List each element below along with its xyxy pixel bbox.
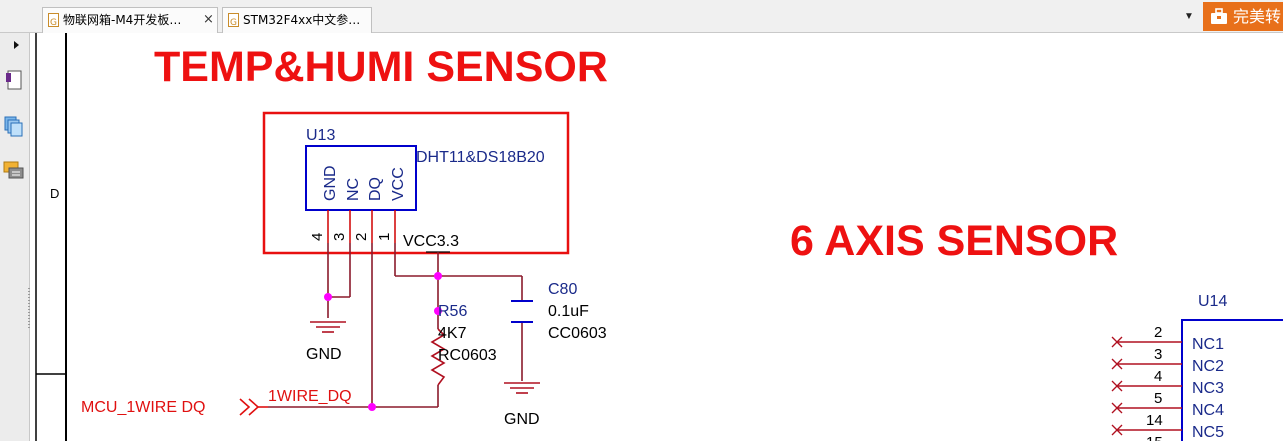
u13-body[interactable] xyxy=(305,145,417,211)
u13-pin-number: 4 xyxy=(309,233,326,241)
r56-value: 4K7 xyxy=(438,325,467,342)
u13-ref: U13 xyxy=(306,127,335,144)
resistor-r56[interactable] xyxy=(430,328,446,386)
u13-pin-name: DQ xyxy=(367,177,384,201)
u14-pin-number: 15 xyxy=(1146,434,1163,441)
c80-package: CC0603 xyxy=(548,325,607,342)
junction-dot xyxy=(434,307,442,315)
six-axis-title: 6 AXIS SENSOR xyxy=(790,217,1118,265)
u13-part: DHT11&DS18B20 xyxy=(416,149,545,166)
c80-value: 0.1uF xyxy=(548,303,589,320)
u14-pin-number: 3 xyxy=(1154,346,1162,363)
u14-pin-name: NC4 xyxy=(1192,402,1224,419)
bookmark-icon[interactable] xyxy=(3,69,25,91)
u13-pin-name: VCC xyxy=(390,167,407,201)
gnd-label: GND xyxy=(504,411,540,428)
sensor-highlight-box xyxy=(262,111,570,255)
ground-symbol xyxy=(310,321,346,333)
junction-dot xyxy=(368,403,376,411)
port-chevron-icon xyxy=(248,398,260,416)
tab-label: STM32F4xx中文参… xyxy=(243,13,361,27)
u14-pin-name: NC1 xyxy=(1192,336,1224,353)
tab-list-dropdown[interactable]: ▼ xyxy=(1184,11,1194,22)
addon-label: 完美转 xyxy=(1233,7,1282,26)
tab-document-1[interactable]: 物联网箱-M4开发板… × xyxy=(42,7,218,33)
capacitor-c80[interactable] xyxy=(511,300,533,323)
mcu-port-label: MCU_1WIRE DQ xyxy=(81,399,205,416)
u14-pin-number: 5 xyxy=(1154,390,1162,407)
comments-icon[interactable] xyxy=(3,160,25,182)
u14-pin-name: NC2 xyxy=(1192,358,1224,375)
r56-package: RC0603 xyxy=(438,347,497,364)
tab-document-2[interactable]: STM32F4xx中文参… xyxy=(222,7,372,33)
u14-pin-name: NC3 xyxy=(1192,380,1224,397)
resize-grip[interactable] xyxy=(28,288,30,328)
u14-ref: U14 xyxy=(1198,293,1227,310)
vcc-label: VCC3.3 xyxy=(403,233,459,250)
tab-bar: 物联网箱-M4开发板… × STM32F4xx中文参… ▼ 完美转 xyxy=(0,0,1283,33)
zone-label: D xyxy=(50,186,59,201)
u13-pin-number: 3 xyxy=(331,233,348,241)
addon-button[interactable]: 完美转 xyxy=(1203,2,1283,31)
u14-body[interactable] xyxy=(1181,319,1283,441)
net-label: 1WIRE_DQ xyxy=(268,388,352,405)
u14-pin-name: NC5 xyxy=(1192,424,1224,441)
temp-humi-title: TEMP&HUMI SENSOR xyxy=(154,43,608,91)
u13-pin-name: NC xyxy=(345,178,362,201)
u14-pin-number: 4 xyxy=(1154,368,1162,385)
expand-arrow-icon[interactable] xyxy=(14,41,19,49)
junction-dot xyxy=(324,293,332,301)
u13-pin-number: 1 xyxy=(376,233,393,241)
toolbox-icon xyxy=(1211,8,1227,24)
close-icon[interactable]: × xyxy=(203,12,214,27)
ground-symbol xyxy=(504,382,540,394)
schematic-view: D TEMP&HUMI SENSOR 6 AXIS SENSOR U13 DHT… xyxy=(35,33,1283,441)
c80-ref: C80 xyxy=(548,281,577,298)
u14-pin-number: 2 xyxy=(1154,324,1162,341)
u13-pin-number: 2 xyxy=(353,233,370,241)
r56-ref: R56 xyxy=(438,303,467,320)
left-sidebar xyxy=(0,33,30,441)
file-icon xyxy=(228,11,239,33)
tab-label: 物联网箱-M4开发板… xyxy=(63,13,182,27)
junction-dot xyxy=(434,272,442,280)
gnd-label: GND xyxy=(306,346,342,363)
file-icon xyxy=(48,11,59,33)
u14-pin-number: 14 xyxy=(1146,412,1163,429)
u13-pin-name: GND xyxy=(322,165,339,201)
pages-icon[interactable] xyxy=(3,115,25,137)
port-chevron-icon xyxy=(239,398,251,416)
